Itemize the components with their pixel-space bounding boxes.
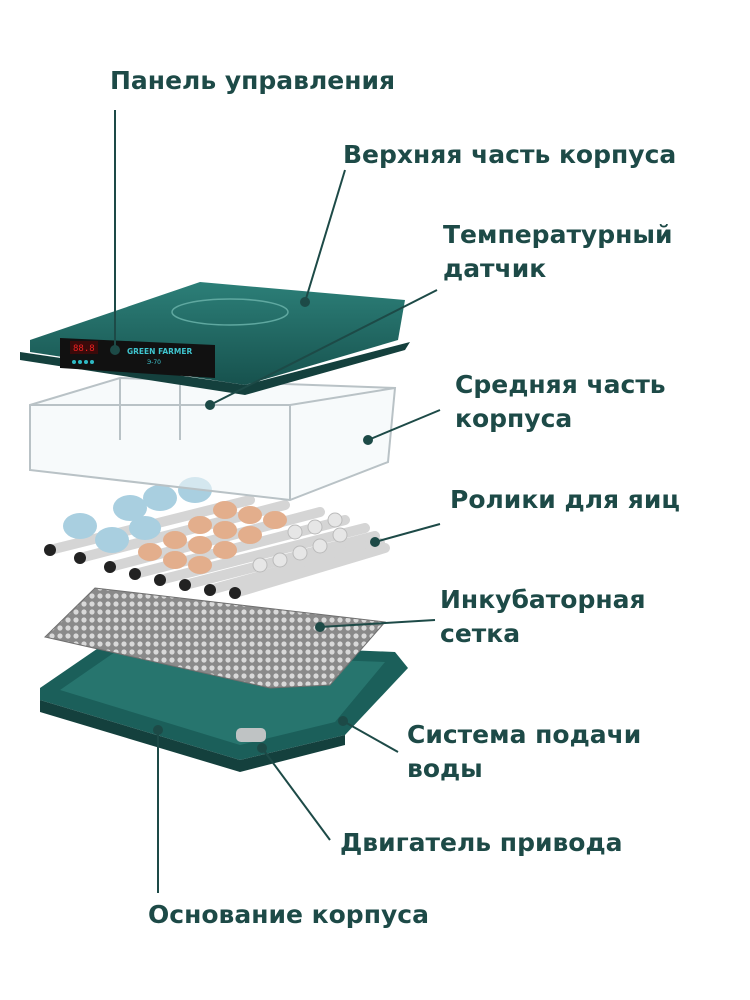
label-water-system-line1: Система подачи <box>407 720 642 749</box>
label-middle-housing-line1: Средняя часть <box>455 370 666 399</box>
label-middle-housing: Средняя часть корпуса <box>455 368 666 436</box>
label-incubator-grid: Инкубаторная сетка <box>440 583 646 651</box>
temperature-readout: 88.8 <box>73 344 95 354</box>
label-base-housing: Основание корпуса <box>148 900 429 929</box>
egg-rollers <box>44 477 390 599</box>
control-buttons <box>72 360 94 364</box>
temperature-display <box>70 341 98 354</box>
label-control-panel: Панель управления <box>110 66 396 95</box>
brand-logo: GREEN FARMER <box>127 347 192 356</box>
drive-motor <box>236 728 266 742</box>
leader-lines <box>110 110 441 893</box>
label-incubator-grid-line2: сетка <box>440 619 521 648</box>
middle-housing <box>29 376 397 502</box>
label-incubator-grid-line1: Инкубаторная <box>440 585 646 614</box>
incubator-grid <box>43 587 387 689</box>
label-top-housing: Верхняя часть корпуса <box>343 140 677 169</box>
model-logo: Э-70 <box>147 359 161 366</box>
label-temp-sensor: Температурный датчик <box>443 218 673 286</box>
label-egg-rollers: Ролики для яиц <box>450 485 680 514</box>
label-water-system-line2: воды <box>407 754 483 783</box>
label-middle-housing-line2: корпуса <box>455 404 573 433</box>
label-water-system: Система подачи воды <box>407 718 641 786</box>
label-temp-sensor-line2: датчик <box>443 254 547 283</box>
control-panel: 88.8 GREEN FARMER Э-70 <box>60 338 215 378</box>
label-temp-sensor-line1: Температурный <box>443 220 673 249</box>
top-housing: 88.8 GREEN FARMER Э-70 <box>20 282 410 395</box>
label-drive-motor: Двигатель привода <box>340 828 623 857</box>
